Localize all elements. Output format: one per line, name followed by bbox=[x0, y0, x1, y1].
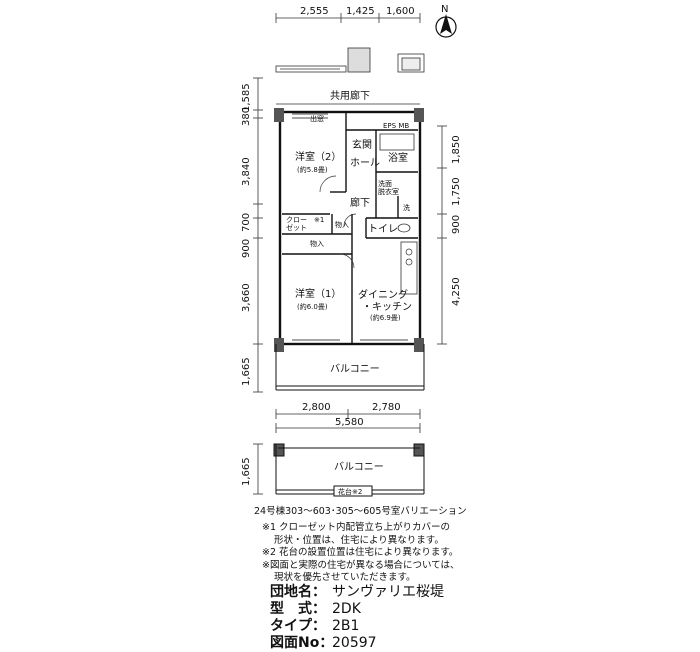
western-room-1-label: 洋室（1） bbox=[295, 287, 341, 300]
dim-left-3: 3,840 bbox=[241, 157, 252, 186]
variation-caption: 24号棟303〜603･305〜605号室バリエーション bbox=[254, 506, 467, 517]
closet-note-mark: ※1 bbox=[314, 216, 324, 224]
bath-label: 浴室 bbox=[388, 151, 408, 164]
note-1: ※1 クローゼット内配管立ち上がりカバーの bbox=[262, 522, 451, 533]
middle-dimension-line bbox=[253, 409, 421, 495]
note-1-cont: 形状・位置は、住宅により異なります。 bbox=[274, 534, 444, 546]
info-label: 型 式： bbox=[270, 601, 326, 617]
dim-right-3: 900 bbox=[451, 215, 462, 234]
western-room-2-size: (約5.8畳) bbox=[297, 165, 328, 174]
info-row-type: 型 式： 2DK bbox=[270, 601, 444, 618]
property-info: 団地名： サンヴァリエ桜堤 型 式： 2DK タイプ： 2B1 図面No： 20… bbox=[270, 584, 444, 652]
info-value: 20597 bbox=[332, 635, 377, 651]
balcony-label: バルコニー bbox=[330, 363, 380, 375]
closet-label-1: クロー bbox=[286, 216, 307, 224]
notes-block: ※1 クローゼット内配管立ち上がりカバーの 形状・位置は、住宅により異なります。… bbox=[262, 522, 692, 585]
note-3: ※図面と実際の住宅が異なる場合については、 bbox=[262, 559, 460, 571]
dim-left-5: 900 bbox=[241, 239, 252, 258]
dim-mid-left: 2,800 bbox=[302, 402, 331, 413]
info-value: 2B1 bbox=[332, 618, 360, 634]
toilet-label: トイレ bbox=[368, 224, 398, 235]
info-row-name: 団地名： サンヴァリエ桜堤 bbox=[270, 584, 444, 601]
small-storage-label: 物入 bbox=[335, 220, 349, 229]
right-dimension-line bbox=[437, 125, 447, 345]
dim-top-1: 2,555 bbox=[300, 6, 329, 17]
washroom-label-1: 洗面 bbox=[378, 179, 392, 188]
north-arrow-icon: N bbox=[435, 4, 457, 38]
planter-label: 花台※2 bbox=[338, 487, 362, 496]
dim-right-2: 1,750 bbox=[451, 177, 462, 206]
dining-kitchen-size: (約6.9畳) bbox=[370, 313, 401, 322]
washroom-label-2: 脱衣室 bbox=[378, 187, 399, 196]
info-label: 団地名： bbox=[270, 584, 326, 600]
note-2: ※2 花台の設置位置は住宅により異なります。 bbox=[262, 547, 459, 558]
eps-label: EPS MB bbox=[383, 122, 409, 130]
common-corridor-label: 共用廊下 bbox=[330, 89, 370, 102]
washer-label: 洗 bbox=[403, 203, 410, 212]
left-dimension-line bbox=[253, 77, 263, 393]
western-room-2-label: 洋室（2） bbox=[295, 150, 341, 163]
dim-right-4: 4,250 bbox=[451, 277, 462, 306]
balcony-variant bbox=[273, 443, 425, 497]
dim-mid-total: 5,580 bbox=[335, 417, 364, 428]
info-row-subtype: タイプ： 2B1 bbox=[270, 618, 444, 635]
balcony-main bbox=[275, 344, 425, 391]
dim-mid-balcony: 1,665 bbox=[241, 457, 252, 486]
info-value: 2DK bbox=[332, 601, 361, 617]
dim-left-1: 1,585 bbox=[241, 83, 252, 112]
dim-top-3: 1,600 bbox=[386, 6, 415, 17]
note-3-cont: 現状を優先させていただきます。 bbox=[274, 572, 416, 583]
bay-window-label: 出窓 bbox=[310, 114, 324, 123]
dim-left-7: 1,665 bbox=[241, 357, 252, 386]
hall-label: ホール bbox=[350, 157, 380, 169]
dim-right-1: 1,850 bbox=[451, 135, 462, 164]
top-dimension-line bbox=[275, 13, 421, 23]
north-label: N bbox=[441, 4, 448, 15]
dim-left-4: 700 bbox=[241, 213, 252, 232]
dining-kitchen-label-1: ダイニング bbox=[358, 288, 408, 301]
balcony-variant-label: バルコニー bbox=[334, 461, 384, 473]
dim-top-2: 1,425 bbox=[346, 6, 375, 17]
dim-left-6: 3,660 bbox=[241, 283, 252, 312]
storage-label: 物入 bbox=[310, 239, 324, 248]
dim-mid-right: 2,780 bbox=[372, 402, 401, 413]
info-value: サンヴァリエ桜堤 bbox=[332, 584, 444, 600]
genkan-label: 玄関 bbox=[352, 138, 372, 151]
closet-label-2: ゼット bbox=[286, 223, 307, 232]
western-room-1-size: (約6.0畳) bbox=[297, 302, 328, 311]
rooftop-sketch bbox=[275, 47, 425, 73]
info-label: タイプ： bbox=[270, 618, 326, 634]
corridor-label: 廊下 bbox=[350, 196, 370, 209]
dim-left-2: 380 bbox=[241, 107, 252, 126]
info-row-drawing-no: 図面No： 20597 bbox=[270, 635, 444, 652]
floor-plan-walls bbox=[274, 108, 424, 352]
dining-kitchen-label-2: ・キッチン bbox=[362, 301, 412, 313]
info-label: 図面No： bbox=[270, 635, 334, 651]
